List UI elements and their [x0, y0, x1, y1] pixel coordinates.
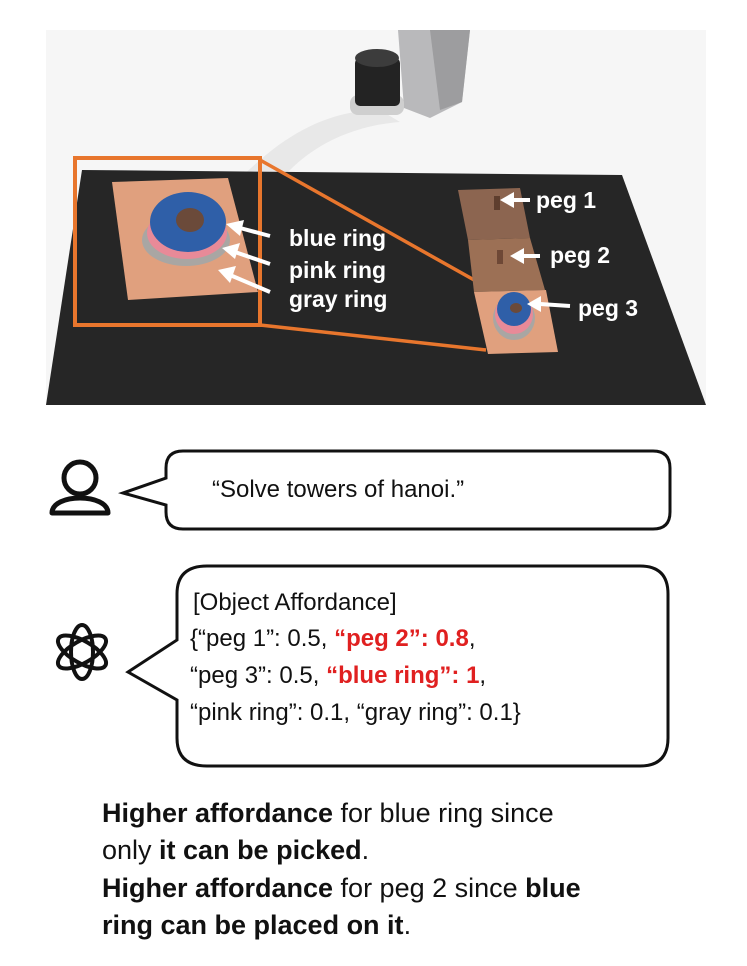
label-peg-2: peg 2	[550, 242, 611, 268]
explanation-line-1: Higher affordance for blue ring since	[102, 795, 554, 832]
affordance-peg2-highlight: “peg 2”: 0.8	[334, 625, 469, 652]
label-gray-ring: gray ring	[289, 286, 388, 312]
explanation-text: for peg 2 since	[333, 873, 526, 903]
label-peg-3: peg 3	[578, 295, 639, 321]
explanation-line-3: Higher affordance for peg 2 since blue	[102, 870, 581, 907]
affordance-line-4: “pink ring”: 0.1, “gray ring”: 0.1}	[190, 699, 521, 726]
peg-3	[510, 303, 522, 313]
explanation-emphasis: ring can be placed on it	[102, 910, 404, 940]
explanation-emphasis: Higher affordance	[102, 798, 334, 828]
robot-arm	[350, 30, 470, 118]
robot-scene	[46, 30, 706, 405]
affordance-line-3: “peg 3”: 0.5, “blue ring”: 1,	[190, 662, 486, 690]
annotation-arrows	[218, 192, 571, 312]
affordance-peg1: {“peg 1”: 0.5,	[190, 625, 335, 652]
explanation-emphasis: Higher affordance	[102, 873, 334, 903]
explanation-emphasis: it can be picked	[159, 835, 362, 865]
explanation-line-4: ring can be placed on it.	[102, 907, 411, 944]
zoom-line-bottom	[259, 323, 487, 352]
label-pink-ring: pink ring	[289, 257, 387, 283]
openai-logo-icon	[55, 623, 109, 681]
user-icon	[49, 459, 111, 516]
highlight-box	[73, 156, 262, 327]
affordance-line-2: {“peg 1”: 0.5, “peg 2”: 0.8,	[190, 625, 475, 653]
label-peg-1: peg 1	[536, 187, 597, 213]
explanation-text: for blue ring since	[333, 798, 554, 828]
explanation-text: only	[102, 835, 160, 865]
affordance-blue-ring-highlight: “blue ring”: 1	[326, 662, 480, 689]
zoom-line-top	[259, 158, 493, 292]
peg-1	[494, 196, 500, 210]
peg-2	[497, 250, 503, 264]
peg-hole	[176, 208, 204, 232]
affordance-comma: ,	[468, 625, 476, 652]
explanation-emphasis: blue	[525, 873, 581, 903]
affordance-peg3: “peg 3”: 0.5,	[190, 662, 327, 689]
explanation-text: .	[361, 835, 370, 865]
user-message: “Solve towers of hanoi.”	[212, 476, 465, 503]
affordance-comma: ,	[479, 662, 487, 689]
affordance-header: [Object Affordance]	[193, 589, 397, 616]
ring-stack	[142, 192, 230, 266]
explanation-line-2: only it can be picked.	[102, 832, 369, 869]
label-blue-ring: blue ring	[289, 225, 387, 251]
explanation-text: .	[403, 910, 412, 940]
